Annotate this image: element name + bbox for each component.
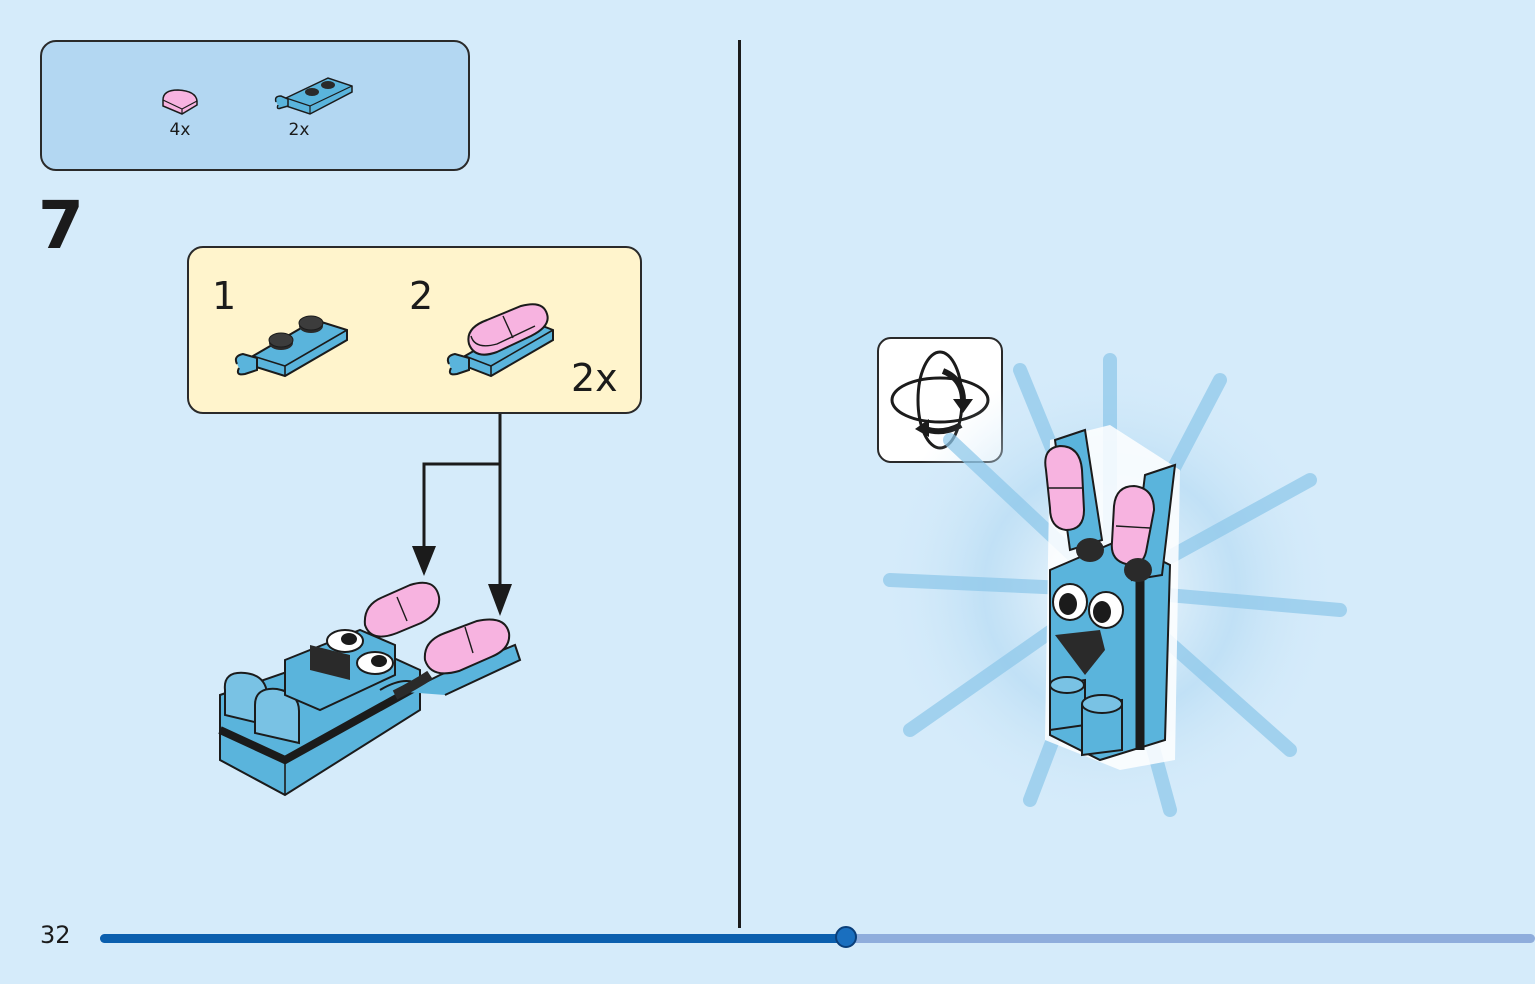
page-divider (738, 40, 741, 928)
pink-rounded-tile-icon (162, 89, 198, 115)
parts-list-box: 4x 2x (40, 40, 470, 171)
step-number: 7 (38, 187, 84, 264)
step-7-model-illustration (218, 581, 522, 797)
sub-step-number: 1 (212, 274, 237, 318)
completed-bunny-model (880, 353, 1347, 820)
progress-fill (100, 934, 846, 943)
part-quantity: 2x (288, 120, 310, 140)
bunny-figure (1044, 428, 1177, 762)
part-pink-tile: 4x (160, 86, 200, 140)
blue-plate-with-clip-icon (274, 77, 353, 115)
placement-arrows (412, 414, 512, 616)
part-quantity: 4x (169, 120, 191, 140)
callout-multiplier: 2x (571, 356, 618, 400)
progress-marker (835, 926, 857, 948)
page-number: 32 (40, 921, 71, 949)
sub-step-2-plate-with-tile-illustration (446, 303, 554, 378)
part-blue-plate-clip: 2x (272, 72, 356, 140)
sub-step-number: 2 (409, 274, 434, 318)
sub-step-1-plate-illustration (234, 315, 348, 378)
sub-assembly-callout: 1 2 2x (187, 246, 642, 414)
